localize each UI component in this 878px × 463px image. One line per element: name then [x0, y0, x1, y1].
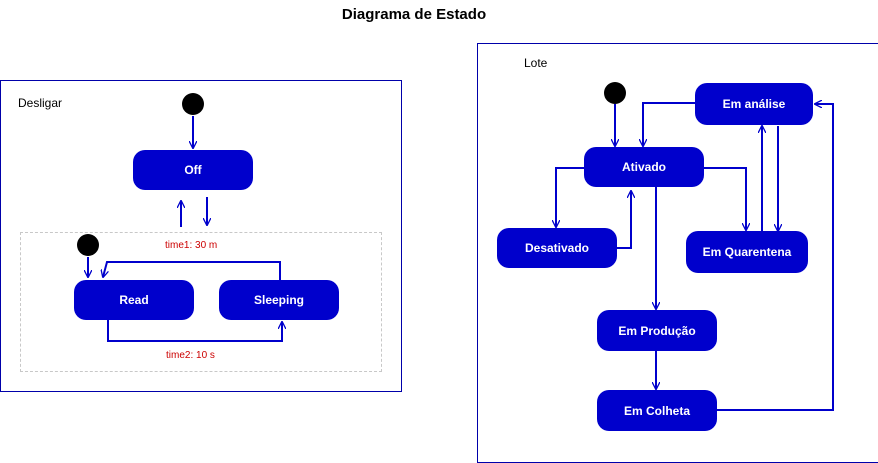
state-em-producao[interactable]: Em Produção — [597, 310, 717, 351]
state-ativado[interactable]: Ativado — [584, 147, 704, 187]
transition-label-time1: time1: 30 m — [165, 240, 218, 251]
inner-initial-state — [77, 234, 99, 256]
state-desativado[interactable]: Desativado — [497, 228, 617, 268]
edge-sleeping-to-read — [103, 261, 281, 281]
state-read[interactable]: Read — [74, 280, 194, 320]
edge-em-colheta-to-em-analise — [717, 104, 834, 411]
edge-desativado-to-ativado — [617, 191, 631, 249]
desligar-initial-state — [182, 93, 204, 115]
diagram-title: Diagrama de Estado — [341, 6, 487, 23]
state-em-quarentena[interactable]: Em Quarentena — [686, 231, 808, 273]
state-em-colheta[interactable]: Em Colheta — [597, 390, 717, 431]
desligar-frame-label: Desligar — [18, 96, 63, 110]
lote-frame-label: Lote — [524, 56, 548, 70]
state-sleeping[interactable]: Sleeping — [219, 280, 339, 320]
edge-em-analise-to-ativado — [643, 102, 696, 146]
state-em-analise[interactable]: Em análise — [695, 83, 813, 125]
edge-ativado-to-desativado — [556, 167, 585, 227]
edge-ativado-to-em-quarentena — [704, 167, 746, 230]
edge-read-to-sleeping — [107, 320, 282, 342]
state-off[interactable]: Off — [133, 150, 253, 190]
desligar-frame — [0, 80, 402, 392]
desligar-composite-region — [20, 232, 382, 372]
transition-label-time2: time2: 10 s — [166, 350, 215, 361]
lote-initial-state — [604, 82, 626, 104]
